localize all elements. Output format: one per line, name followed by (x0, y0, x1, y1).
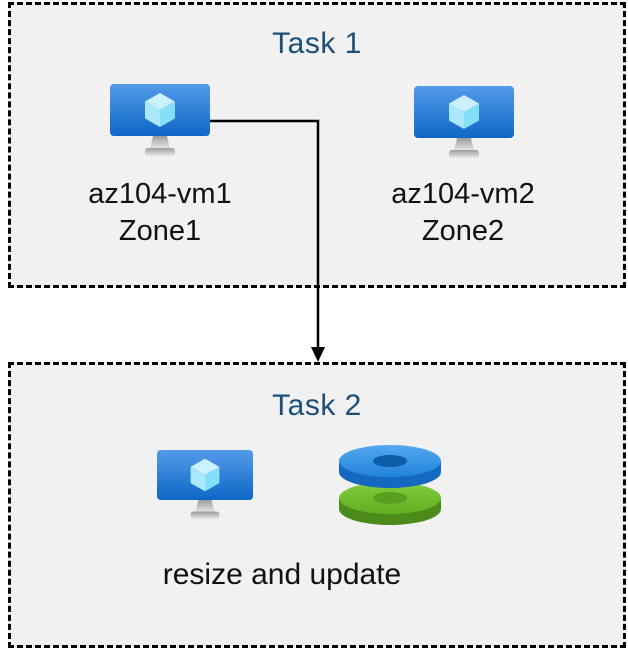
virtual-machine-icon (157, 450, 253, 520)
vm1-labels: az104-vm1 Zone1 (10, 176, 310, 250)
vm-zone-label: Zone2 (421, 215, 505, 247)
vm2-labels: az104-vm2 Zone2 (313, 176, 613, 250)
virtual-machine-icon (414, 86, 514, 158)
vm-zone-label: Zone1 (118, 215, 202, 247)
disks-icon (339, 445, 441, 525)
task2-caption: resize and update (162, 558, 402, 591)
task1-title: Task 1 (272, 27, 362, 60)
vm-name-label: az104-vm2 (391, 178, 535, 210)
virtual-machine-icon (110, 84, 210, 156)
vm-name-label: az104-vm1 (88, 178, 232, 210)
task2-box: Task 2 resize and update (8, 362, 626, 648)
task1-box: Task 1 az104-vm1 Zone1 az104-vm2 Zone2 (8, 2, 626, 288)
task2-title: Task 2 (272, 389, 362, 422)
